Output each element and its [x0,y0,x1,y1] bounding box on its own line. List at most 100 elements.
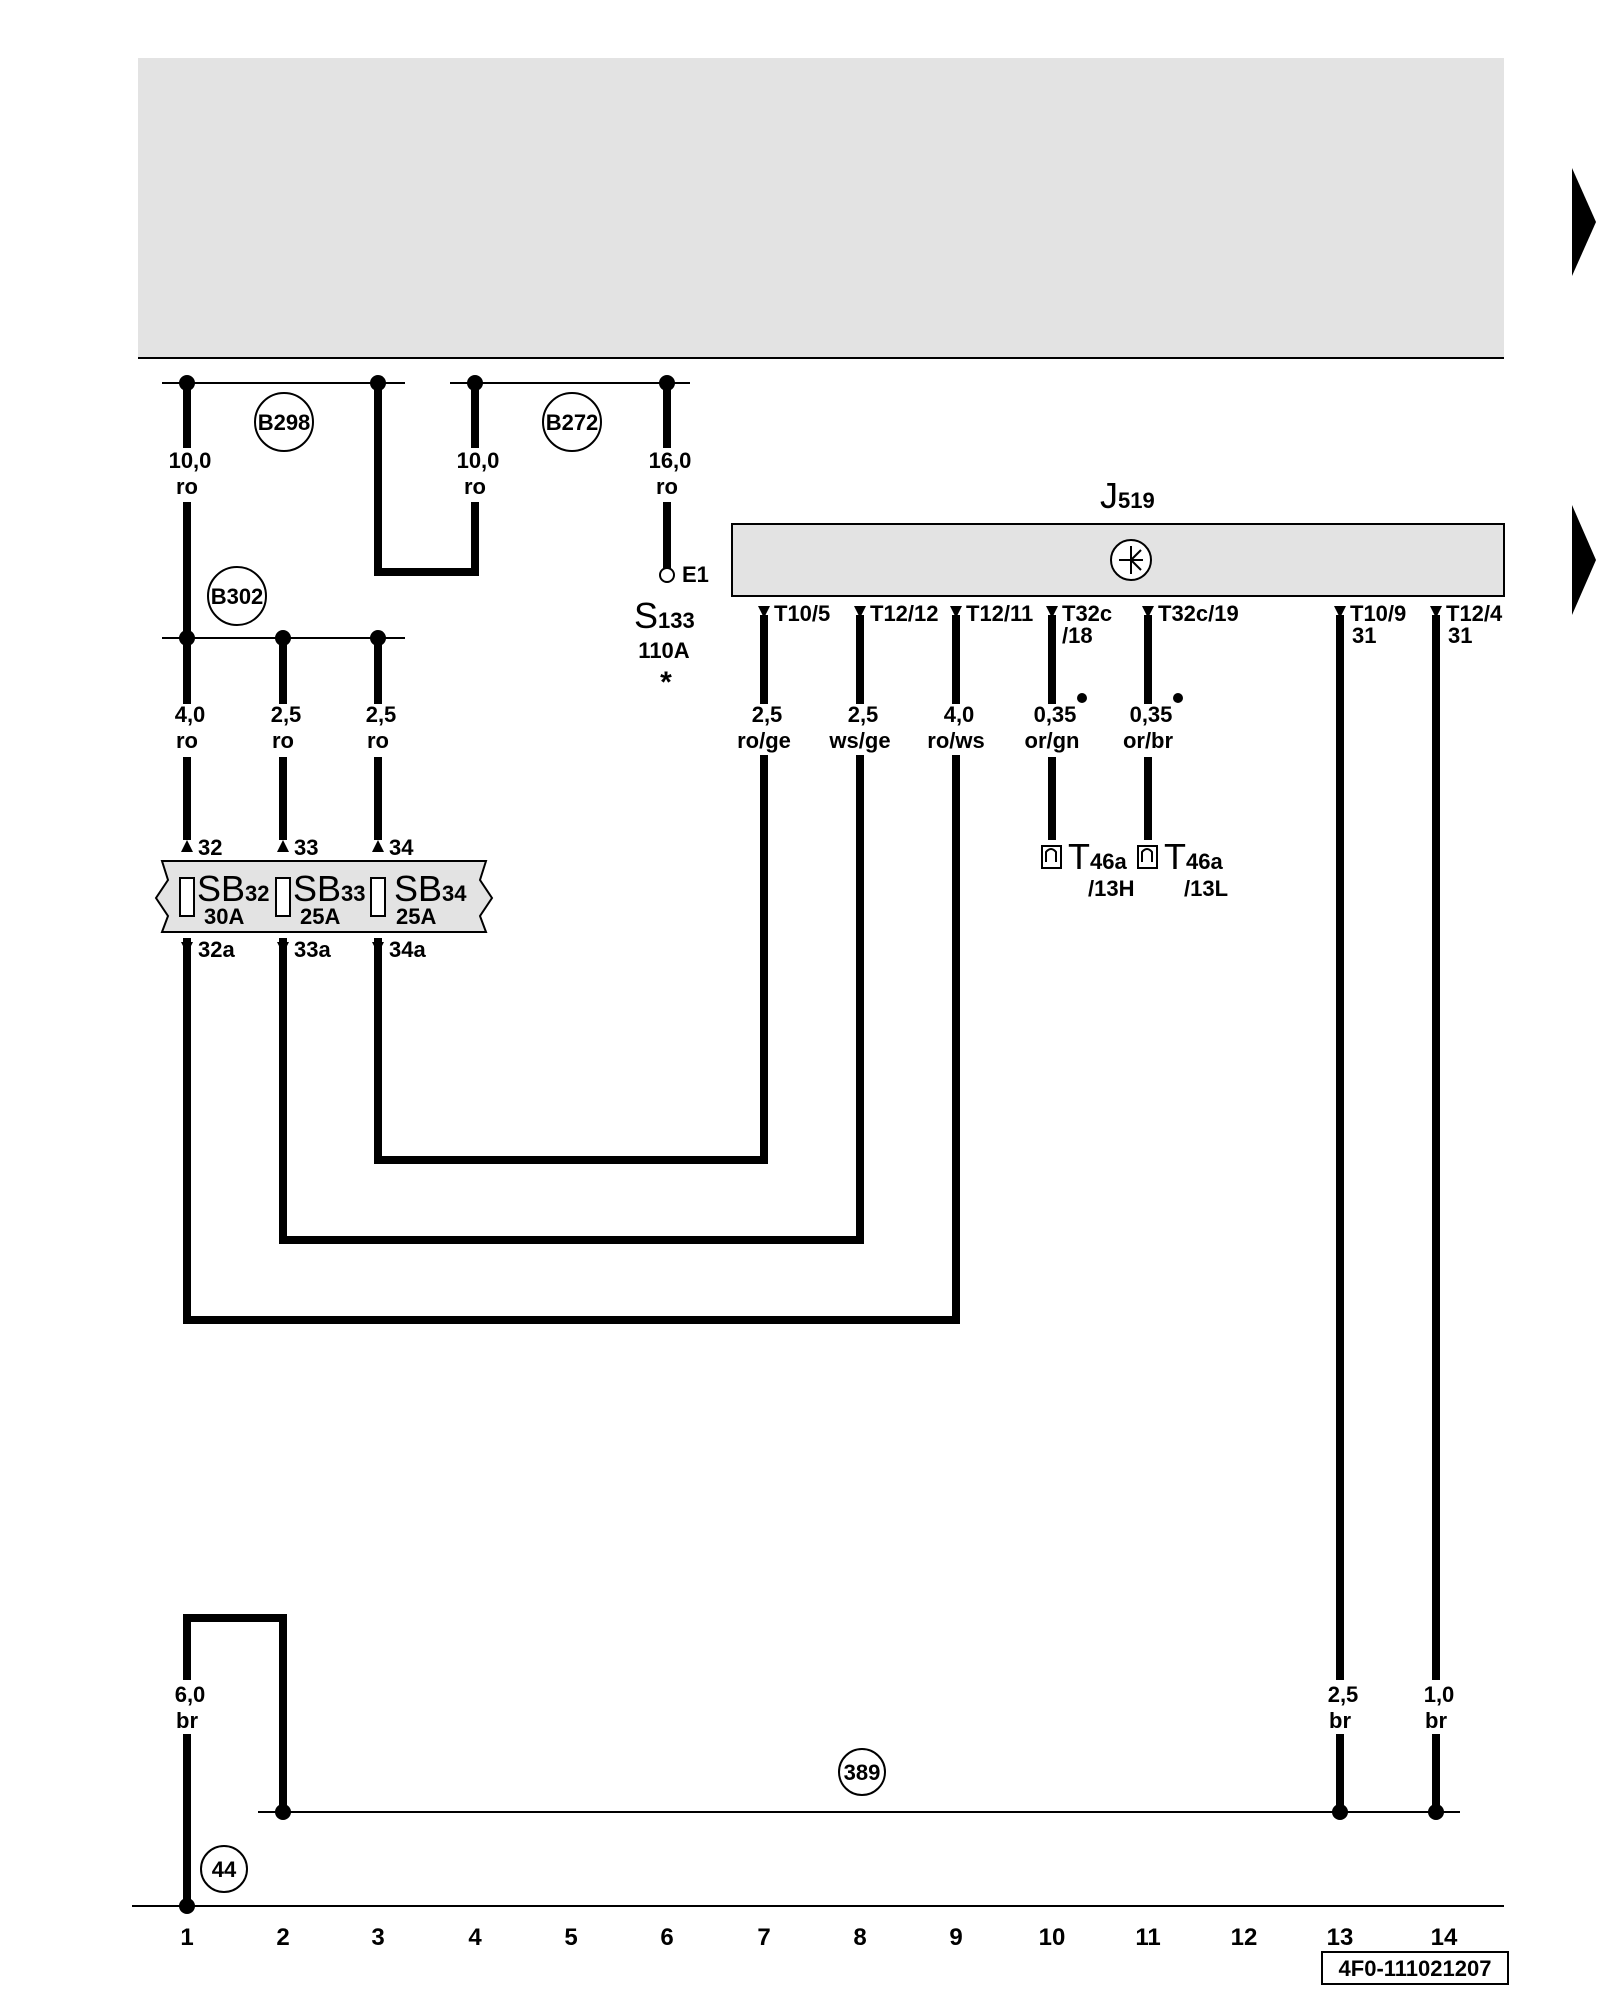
s133-mark: * [660,666,672,699]
fuse-block-sb[interactable] [154,860,494,933]
rail-number: 6 [660,1924,673,1951]
splice-dot [370,375,386,391]
wire-color: br [1329,1708,1351,1733]
connector-t46a-13l[interactable]: T46a /13L [1137,836,1228,901]
fuse-element-icon [179,877,195,917]
rail-number: 14 [1431,1924,1458,1951]
wire-size: 1,0 [1424,1682,1455,1707]
pin-label: T32c/19 [1158,601,1239,626]
fuse-rating: 25A [396,904,436,929]
fuse-out-pin: 32a [198,937,235,962]
wire-size: 2,5 [1328,1682,1359,1707]
connector-letter: T [1068,836,1090,877]
rail-number: 11 [1135,1924,1160,1951]
pin-arrow-icon [1334,606,1346,618]
wire-color: or/br [1123,728,1174,753]
fuse-element-icon [275,877,291,917]
rail-number: 13 [1327,1924,1354,1951]
diagram-id-box: 4F0-111021207 [1321,1951,1509,1985]
upper-continuation-panel [138,58,1504,358]
svg-text:SB32: SB32 [197,868,270,909]
connector-index: 46a [1090,849,1127,874]
wire-color: ro/ge [737,728,791,753]
pin-arrow-icon [181,840,193,852]
splice-dot [275,1804,291,1820]
connection-b298[interactable]: B298 [254,392,314,452]
fuse-letter: SB [394,868,442,909]
j519-pin-arrows [758,606,1442,618]
rail-number: 5 [564,1924,577,1951]
pin-label: /18 [1062,623,1093,648]
pin-arrow-icon [277,942,289,954]
connection-389[interactable]: 389 [838,1748,886,1796]
wire-size: 4,0 [175,702,206,727]
wire-color: or/gn [1025,728,1080,753]
pin-arrow-icon [950,606,962,618]
pin-arrow-icon [277,840,289,852]
svg-text:389: 389 [844,1760,881,1785]
fuse-in-pin: 33 [294,835,318,860]
fuse-pin-arrows [181,840,384,954]
pin-label: T10/9 [1350,601,1406,626]
wire-color: br [1425,1708,1447,1733]
svg-text:SB33: SB33 [293,868,366,909]
wire-col1-to-9 [183,755,960,1324]
rail-number: 2 [276,1924,289,1951]
control-unit-symbol-icon [1110,539,1152,581]
svg-text:T46a: T46a [1164,836,1223,877]
pin-label: 31 [1352,623,1376,648]
connection-44[interactable]: 44 [200,1845,248,1893]
fuse-index: 32 [245,881,269,906]
wire-loop-3-4 [374,383,479,576]
ground-rail-numbers: 1 2 3 4 5 6 7 8 9 10 11 12 13 14 [180,1924,1458,1951]
splice-dot [1428,1804,1444,1820]
svg-text:S133: S133 [634,595,695,636]
fuse-rating: 25A [300,904,340,929]
wires [183,383,1440,1906]
s133-fuse[interactable]: E1 S133 110A * [634,562,709,699]
wire-size: 10,0 [457,448,500,473]
j519-index: 519 [1118,488,1155,513]
rail-number: 9 [949,1924,962,1951]
j519-control-unit[interactable]: J519 [731,475,1505,597]
connector-t46a-13h[interactable]: T46a /13H [1041,836,1134,901]
wire-size: 0,35 [1034,702,1077,727]
wire-size: 2,5 [271,702,302,727]
splice-dot [179,375,195,391]
twisted-pair-dot [1173,693,1183,703]
svg-text:SB34: SB34 [394,868,467,909]
fuse-letter: SB [293,868,341,909]
pin-arrow-icon [758,606,770,618]
wire-color: br [176,1708,198,1733]
j519-pin-labels: T10/5 T12/12 T12/11 T32c /18 T32c/19 T10… [774,601,1503,648]
pin-arrow-icon [181,942,193,954]
wire-size: 2,5 [752,702,783,727]
rail-number: 12 [1231,1924,1258,1951]
rail-number: 1 [180,1924,193,1951]
splice-dot [370,630,386,646]
pin-arrow-icon [1142,606,1154,618]
wire-color: ro [176,728,198,753]
continuation-arrow-icon[interactable] [1572,505,1596,615]
wire-color: ro [367,728,389,753]
fuse-element-icon [370,877,386,917]
fuse-rating: 30A [204,904,244,929]
fuse-in-pin: 34 [389,835,414,860]
splice-dot [659,375,675,391]
j519-letter: J [1100,475,1118,516]
wire-col3-to-7 [374,755,768,1164]
s133-letter: S [634,595,658,636]
connector-pin: /13H [1088,876,1134,901]
svg-text:T46a: T46a [1068,836,1127,877]
connector-index: 46a [1186,849,1223,874]
continuation-arrow-icon[interactable] [1572,168,1596,276]
fuse-out-pin: 33a [294,937,331,962]
rail-number: 8 [853,1924,866,1951]
splice-dot [467,375,483,391]
fuse-index: 33 [341,881,365,906]
connection-b302[interactable]: B302 [207,566,267,626]
connection-b272[interactable]: B272 [542,392,602,452]
wire-size: 16,0 [649,448,692,473]
wire-size: 2,5 [366,702,397,727]
fuse-index: 34 [442,881,467,906]
